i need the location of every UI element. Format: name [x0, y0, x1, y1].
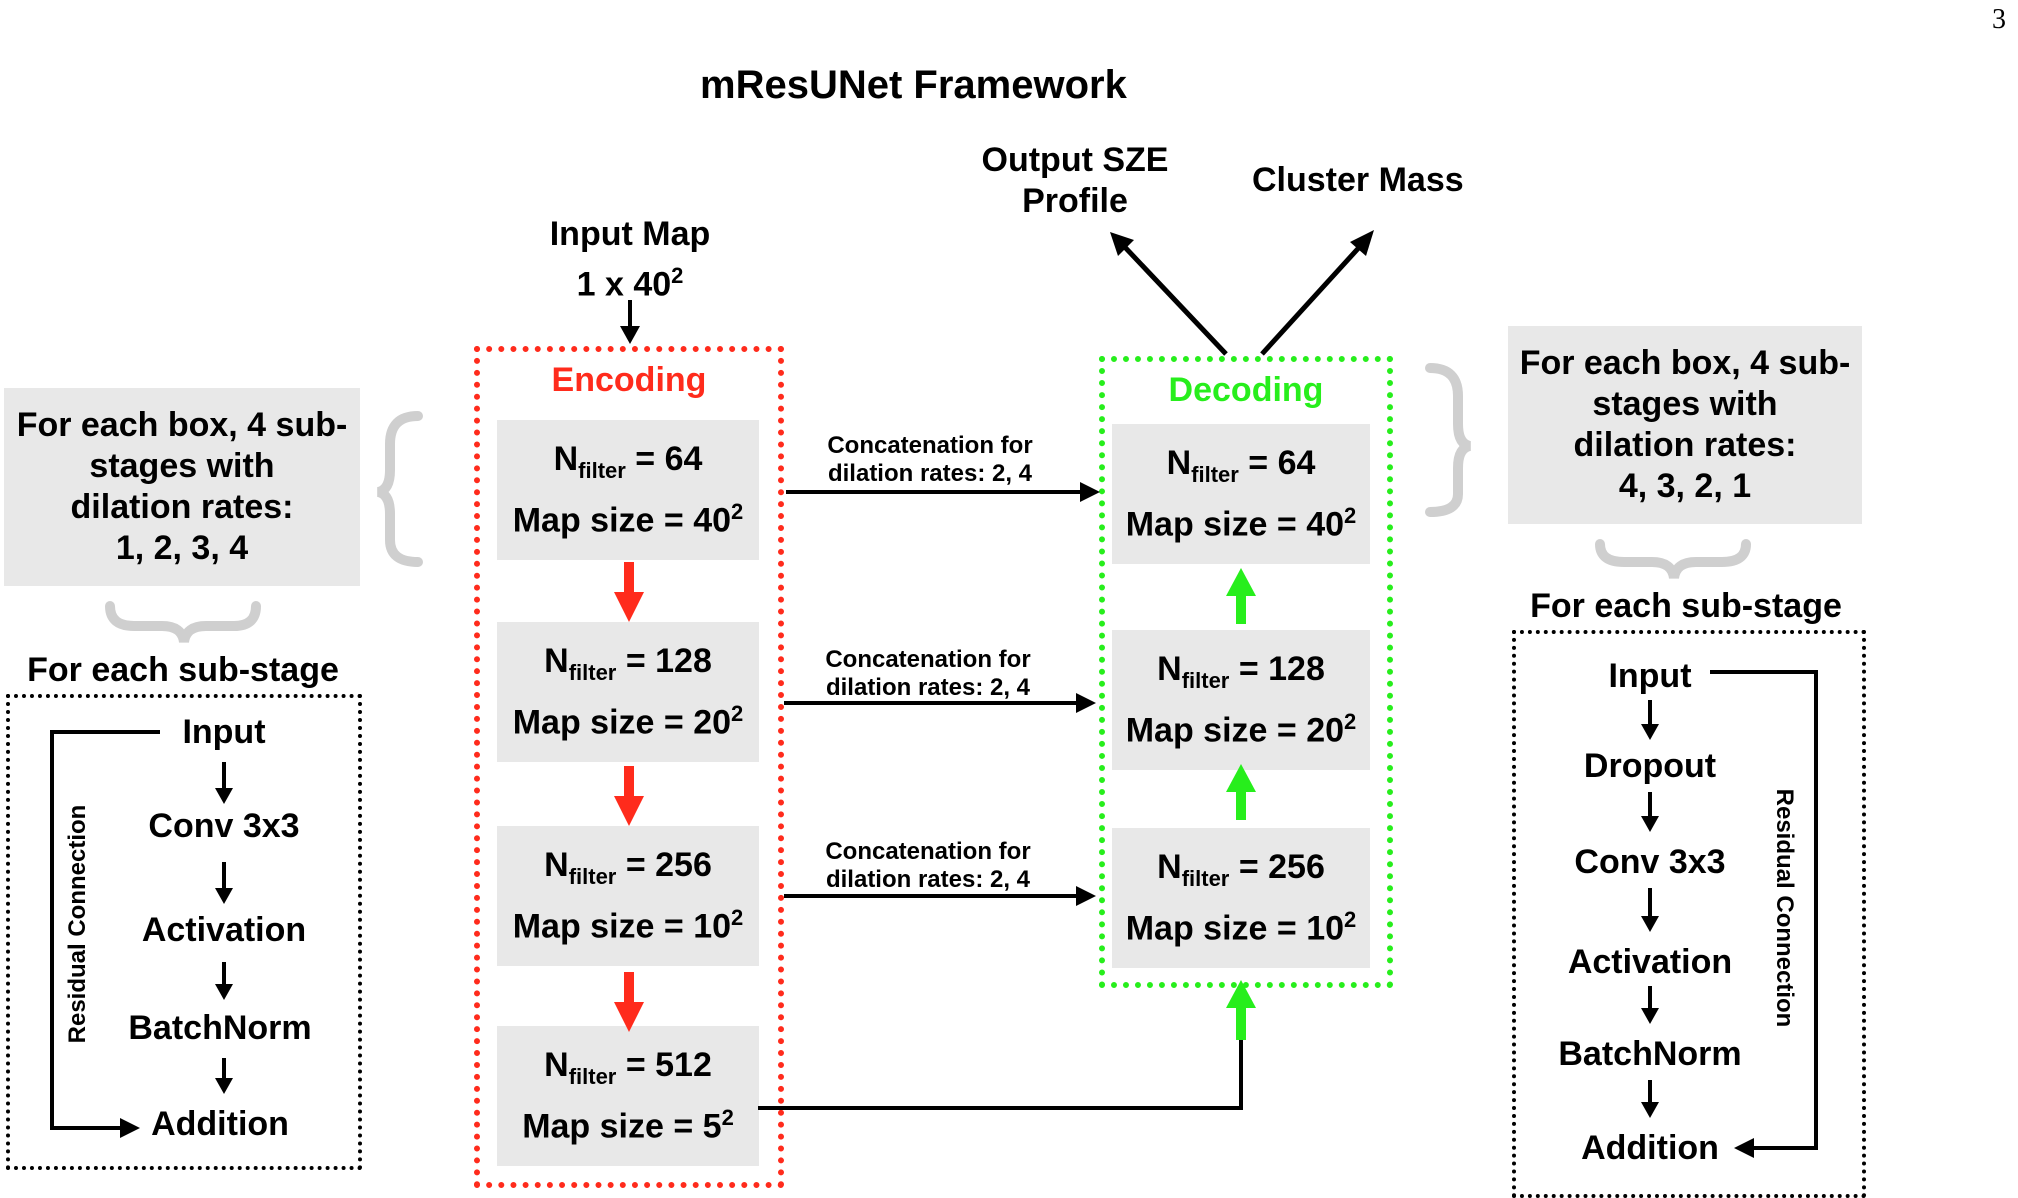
- left-step-input: Input: [182, 713, 266, 751]
- concat-arrow-1: [786, 482, 1100, 502]
- concat-label-3: Concatenation for dilation rates: 2, 4: [788, 838, 1068, 894]
- note-line: For each box, 4 sub-: [1519, 344, 1851, 382]
- map-size: Map size = 102: [512, 904, 744, 946]
- map-size: Map size = 402: [512, 498, 744, 540]
- input-map-line2: 1 x 402: [576, 263, 684, 304]
- left-step-activation: Activation: [141, 911, 307, 949]
- right-step-input: Input: [1608, 657, 1692, 695]
- note-line: For each box, 4 sub-: [16, 406, 348, 444]
- map-size: Map size = 202: [1125, 708, 1357, 750]
- encoding-label: Encoding: [551, 361, 707, 399]
- page-number: 3: [1992, 4, 2006, 35]
- map-size: Map size = 52: [522, 1104, 734, 1146]
- decoding-container: [1099, 356, 1393, 988]
- input-map-line1: Input Map: [549, 215, 711, 253]
- note-line: stages with: [1592, 385, 1778, 423]
- filter-count: Nfilter = 128: [544, 641, 712, 685]
- concat-line2: dilation rates: 2, 4: [827, 460, 1033, 487]
- right-step-activation: Activation: [1567, 943, 1733, 981]
- note-line: 4, 3, 2, 1: [1618, 467, 1752, 505]
- bottleneck-connector: [758, 1040, 1243, 1110]
- decoding-up-arrow-3: [1226, 980, 1256, 1040]
- left-step-arrows: [215, 762, 233, 1094]
- diagram-title: mResUNet Framework: [700, 63, 1127, 107]
- right-substage-heading: For each sub-stage: [1530, 587, 1842, 625]
- left-step-conv: Conv 3x3: [148, 807, 300, 845]
- right-step-batchnorm: BatchNorm: [1558, 1035, 1742, 1073]
- filter-count: Nfilter = 256: [1157, 847, 1325, 891]
- right-brace-icon: [1425, 363, 1472, 517]
- left-substage-box: [6, 694, 362, 1170]
- encoding-block-1: Nfilter = 64 Map size = 402: [497, 420, 759, 560]
- left-residual-connector: [50, 730, 160, 1138]
- concat-line1: Concatenation for: [825, 838, 1031, 865]
- decoding-block-1: Nfilter = 64 Map size = 402: [1112, 424, 1370, 564]
- right-under-brace-icon: [1595, 539, 1751, 579]
- filter-count: Nfilter = 64: [553, 439, 703, 483]
- right-step-arrows: [1641, 700, 1659, 1118]
- note-line: stages with: [89, 447, 275, 485]
- encoding-down-arrow-2: [614, 766, 644, 826]
- note-line: 1, 2, 3, 4: [115, 529, 249, 567]
- right-step-dropout: Dropout: [1583, 747, 1717, 785]
- concat-line1: Concatenation for: [827, 432, 1033, 459]
- decoding-up-arrow-2: [1226, 764, 1256, 820]
- output-profile-line1: Output SZE: [981, 141, 1169, 179]
- note-line: dilation rates:: [70, 488, 294, 526]
- note-line: dilation rates:: [1573, 426, 1797, 464]
- input-arrow: [620, 300, 640, 344]
- output-sze-profile-label: Output SZE Profile: [960, 140, 1190, 222]
- filter-count: Nfilter = 512: [544, 1045, 712, 1089]
- left-dilation-note: For each box, 4 sub- stages with dilatio…: [4, 388, 360, 586]
- concat-arrow-3: [784, 886, 1096, 906]
- decoding-block-3: Nfilter = 256 Map size = 102: [1112, 828, 1370, 968]
- output-profile-line2: Profile: [1022, 182, 1128, 220]
- map-size: Map size = 102: [1125, 906, 1357, 948]
- output-profile-arrow: [1110, 232, 1228, 356]
- encoding-block-4: Nfilter = 512 Map size = 52: [497, 1026, 759, 1166]
- right-residual-connector: [1710, 670, 1818, 1158]
- left-under-brace-icon: [105, 601, 261, 643]
- concat-arrow-2: [784, 693, 1096, 713]
- filter-count: Nfilter = 256: [544, 845, 712, 889]
- encoding-block-3: Nfilter = 256 Map size = 102: [497, 826, 759, 966]
- decoding-block-2: Nfilter = 128 Map size = 202: [1112, 630, 1370, 770]
- cluster-mass-arrow: [1260, 230, 1374, 356]
- right-step-addition: Addition: [1581, 1129, 1719, 1167]
- filter-count: Nfilter = 128: [1157, 649, 1325, 693]
- concat-label-1: Concatenation for dilation rates: 2, 4: [790, 432, 1070, 488]
- filter-count: Nfilter = 64: [1166, 443, 1316, 487]
- encoding-container: [474, 346, 784, 1188]
- cluster-mass-label: Cluster Mass: [1252, 161, 1464, 199]
- right-step-conv: Conv 3x3: [1574, 843, 1726, 881]
- concat-line2: dilation rates: 2, 4: [825, 866, 1031, 893]
- decoding-up-arrow-1: [1226, 568, 1256, 624]
- left-brace-icon: [376, 411, 423, 567]
- encoding-block-2: Nfilter = 128 Map size = 202: [497, 622, 759, 762]
- concat-label-2: Concatenation for dilation rates: 2, 4: [788, 646, 1068, 702]
- encoding-down-arrow-3: [614, 972, 644, 1032]
- decoding-label: Decoding: [1168, 371, 1324, 409]
- concat-line2: dilation rates: 2, 4: [825, 674, 1031, 701]
- left-substage-heading: For each sub-stage: [27, 651, 339, 689]
- input-map-label: Input Map 1 x 402: [530, 214, 730, 305]
- encoding-down-arrow-1: [614, 562, 644, 622]
- left-step-batchnorm: BatchNorm: [128, 1009, 312, 1047]
- map-size: Map size = 202: [512, 700, 744, 742]
- right-dilation-note: For each box, 4 sub- stages with dilatio…: [1508, 326, 1862, 524]
- map-size: Map size = 402: [1125, 502, 1357, 544]
- left-step-addition: Addition: [151, 1105, 289, 1143]
- concat-line1: Concatenation for: [825, 646, 1031, 673]
